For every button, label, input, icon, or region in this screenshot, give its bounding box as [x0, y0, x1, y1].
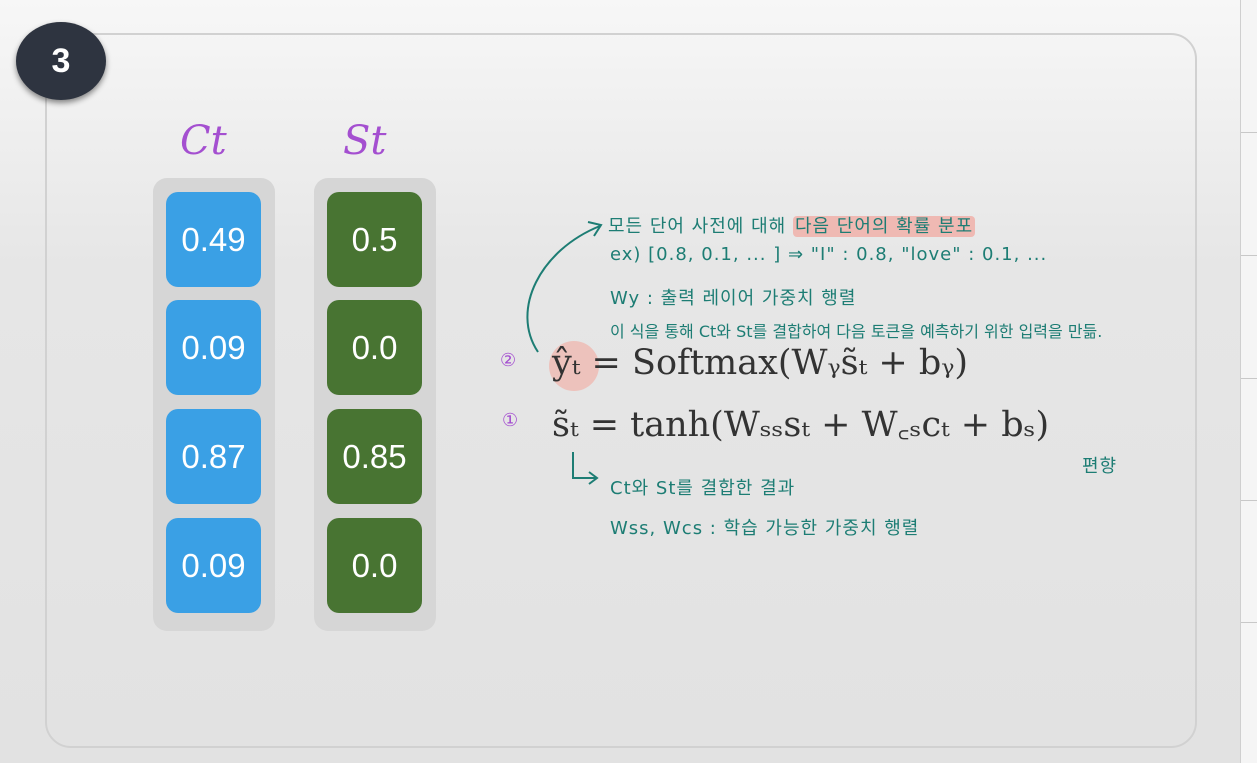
st-value-cell: 0.5 — [327, 192, 422, 287]
hook-arrow — [572, 452, 596, 479]
ct-value-cell: 0.87 — [166, 409, 261, 504]
note-line-distribution: 모든 단어 사전에 대해 다음 단어의 확률 분포 — [608, 216, 976, 237]
right-sidebar-strip — [1240, 0, 1257, 763]
y-hat-highlight — [549, 341, 599, 391]
curved-arrow-up — [526, 225, 601, 353]
equation-marker-2: ② — [500, 350, 517, 371]
note-bias: 편향 — [1082, 456, 1118, 477]
st-value-cell: 0.0 — [327, 518, 422, 613]
ct-vector-column: 0.49 0.09 0.87 0.09 — [153, 178, 275, 631]
tanh-equation: s̃ₜ = tanh(Wₛₛsₜ + W꜀ₛcₜ + bₛ) — [552, 405, 1050, 445]
ct-value-cell: 0.49 — [166, 192, 261, 287]
ct-column-title: Ct — [180, 118, 227, 164]
note-line-example: ex) [0.8, 0.1, ... ] ⇒ "I" : 0.8, "love"… — [610, 244, 1048, 265]
softmax-equation: ŷₜ = Softmax(Wᵧs̃ₜ + bᵧ) — [552, 343, 969, 383]
st-value-cell: 0.0 — [327, 300, 422, 395]
st-vector-column: 0.5 0.0 0.85 0.0 — [314, 178, 436, 631]
hook-arrow-head — [588, 471, 599, 485]
equation-marker-1: ① — [502, 410, 519, 431]
st-column-title: St — [343, 118, 387, 164]
curved-arrow-head — [587, 221, 603, 237]
note-trainable-weights: Wss, Wcs : 학습 가능한 가중치 행렬 — [610, 518, 920, 539]
note-line-wy: Wy : 출력 레이어 가중치 행렬 — [610, 288, 857, 309]
ct-value-cell: 0.09 — [166, 300, 261, 395]
note-line-purpose: 이 식을 통해 Ct와 St를 결합하여 다음 토큰을 예측하기 위한 입력을 … — [610, 322, 1103, 341]
st-value-cell: 0.85 — [327, 409, 422, 504]
step-number-badge: 3 — [16, 22, 106, 100]
slide-frame — [45, 33, 1197, 748]
highlighted-phrase: 다음 단어의 확률 분포 — [792, 216, 976, 237]
note-result: Ct와 St를 결합한 결과 — [610, 478, 796, 499]
ct-value-cell: 0.09 — [166, 518, 261, 613]
